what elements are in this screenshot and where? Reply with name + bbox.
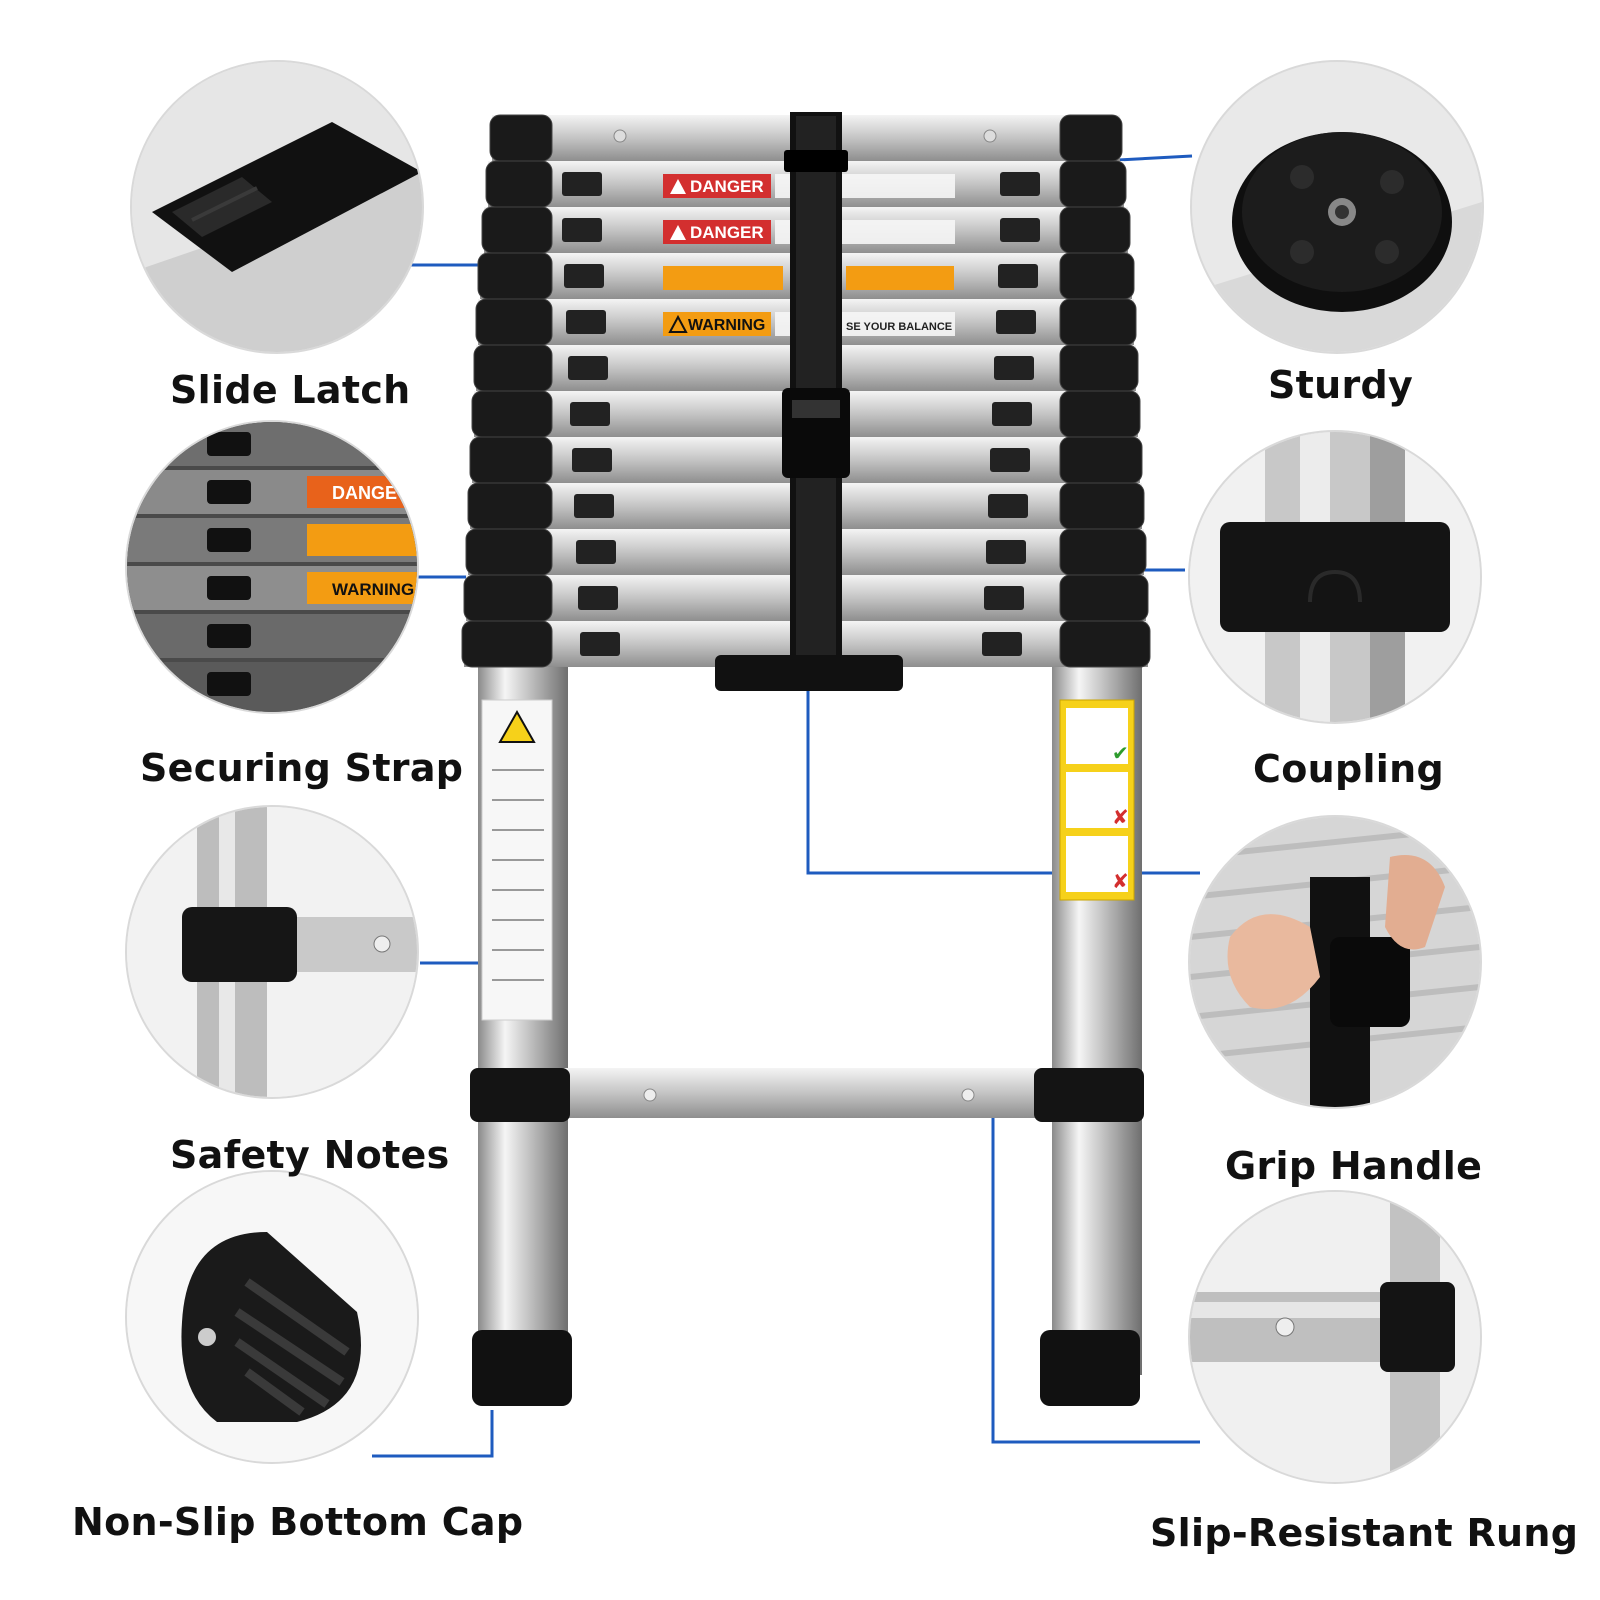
rung-end-caps <box>461 114 1151 668</box>
leader-non-slip-cap <box>372 1410 494 1458</box>
feature-label-securing-strap: Securing Strap <box>140 746 464 790</box>
round-rubber-pad-icon <box>1192 62 1482 352</box>
right-foot-cap <box>1040 1330 1140 1406</box>
hands-buckle-icon <box>1190 817 1480 1107</box>
rung-joint-icon <box>1190 1192 1480 1482</box>
svg-text:✔: ✔ <box>1112 741 1129 765</box>
closeup-warning-label: WARNING <box>332 580 414 599</box>
slide-latch-icon <box>132 62 422 352</box>
feature-label-slide-latch: Slide Latch <box>170 368 411 412</box>
slip-resistant-rung-closeup <box>1188 1190 1482 1484</box>
right-coupling <box>1034 1068 1144 1122</box>
svg-text:✘: ✘ <box>1112 869 1129 893</box>
svg-text:✘: ✘ <box>1112 805 1129 829</box>
rung-balance-label: SE YOUR BALANCE <box>846 321 952 333</box>
closeup-danger-label: DANGE <box>332 483 397 503</box>
feature-label-grip-handle: Grip Handle <box>1225 1144 1483 1188</box>
tube-with-clamp-icon <box>127 807 417 1097</box>
rubber-foot-cap-icon <box>127 1172 417 1462</box>
securing-strap-closeup: DANGE WARNING <box>125 420 419 714</box>
coupling-closeup <box>1188 430 1482 724</box>
grip-handle-closeup <box>1188 815 1482 1109</box>
rung-danger-label-1: DANGER <box>690 177 764 196</box>
sturdy-closeup <box>1190 60 1484 354</box>
left-foot-cap <box>472 1330 572 1406</box>
grip-handle-on-ladder <box>715 655 903 691</box>
feature-label-coupling: Coupling <box>1253 747 1444 791</box>
feature-label-slip-resistant-rung: Slip-Resistant Rung <box>1150 1511 1579 1555</box>
feature-label-non-slip-bottom-cap: Non-Slip Bottom Cap <box>72 1500 524 1544</box>
slide-latch-closeup <box>130 60 424 354</box>
tube-coupling-icon <box>1190 432 1480 722</box>
leader-slip-resistant-rung <box>991 1118 1200 1444</box>
latch-buttons <box>562 172 1040 656</box>
feature-label-sturdy: Sturdy <box>1268 363 1414 407</box>
rung-danger-label-2: DANGER <box>690 223 764 242</box>
lower-rung <box>560 1068 1060 1118</box>
securing-strap-on-ladder <box>782 112 850 672</box>
latches-with-warning-labels-icon: DANGE WARNING <box>127 422 417 712</box>
leader-sturdy <box>1117 154 1193 162</box>
rung-warning-label: WARNING <box>688 317 765 334</box>
left-coupling <box>470 1068 570 1122</box>
feature-label-safety-notes: Safety Notes <box>170 1133 450 1177</box>
safety-notes-closeup <box>125 805 419 1099</box>
non-slip-bottom-cap-closeup <box>125 1170 419 1464</box>
